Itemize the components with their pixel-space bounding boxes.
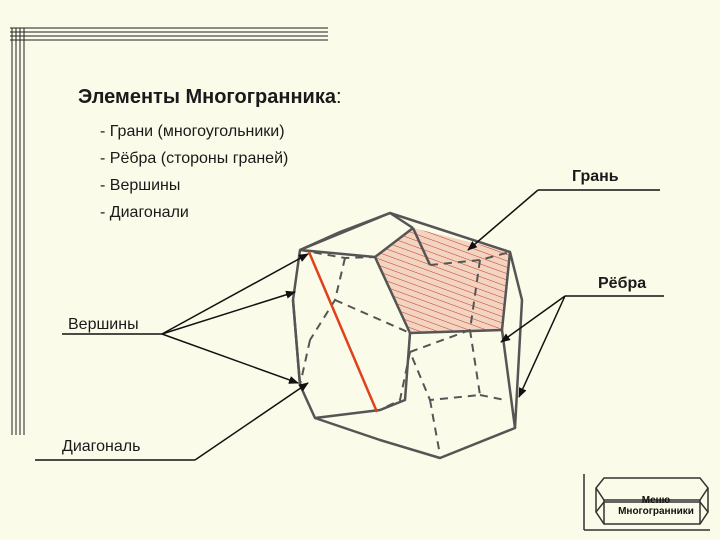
list-item-vertices: - Вершины	[100, 177, 181, 194]
prism-icon	[583, 474, 710, 531]
pointer-arrows	[161, 189, 566, 461]
label-edges: Рёбра	[598, 275, 647, 292]
menu-button-label: Меню Многогранники	[608, 495, 704, 517]
elements-list: - Грани (многоугольники) - Рёбра (сторон…	[100, 122, 288, 230]
label-underlines	[35, 189, 664, 461]
label-face: Грань	[572, 168, 619, 185]
visible-edges	[291, 211, 524, 460]
menu-polyhedra-button[interactable]	[582, 470, 712, 532]
page-title: Элементы Многогранника:	[78, 86, 342, 108]
menu-label-line1: Меню	[641, 495, 671, 506]
highlighted-face-hatch	[375, 228, 510, 333]
list-item-faces: - Грани (многоугольники)	[100, 123, 285, 140]
list-item-diagonals: - Диагонали	[100, 204, 189, 221]
list-item-edges: - Рёбра (стороны граней)	[100, 150, 289, 167]
menu-label-line2: Многогранники	[618, 506, 694, 517]
diagonal-line	[307, 251, 379, 413]
label-diagonal: Диагональ	[62, 438, 141, 455]
label-vertices: Вершины	[68, 316, 139, 333]
